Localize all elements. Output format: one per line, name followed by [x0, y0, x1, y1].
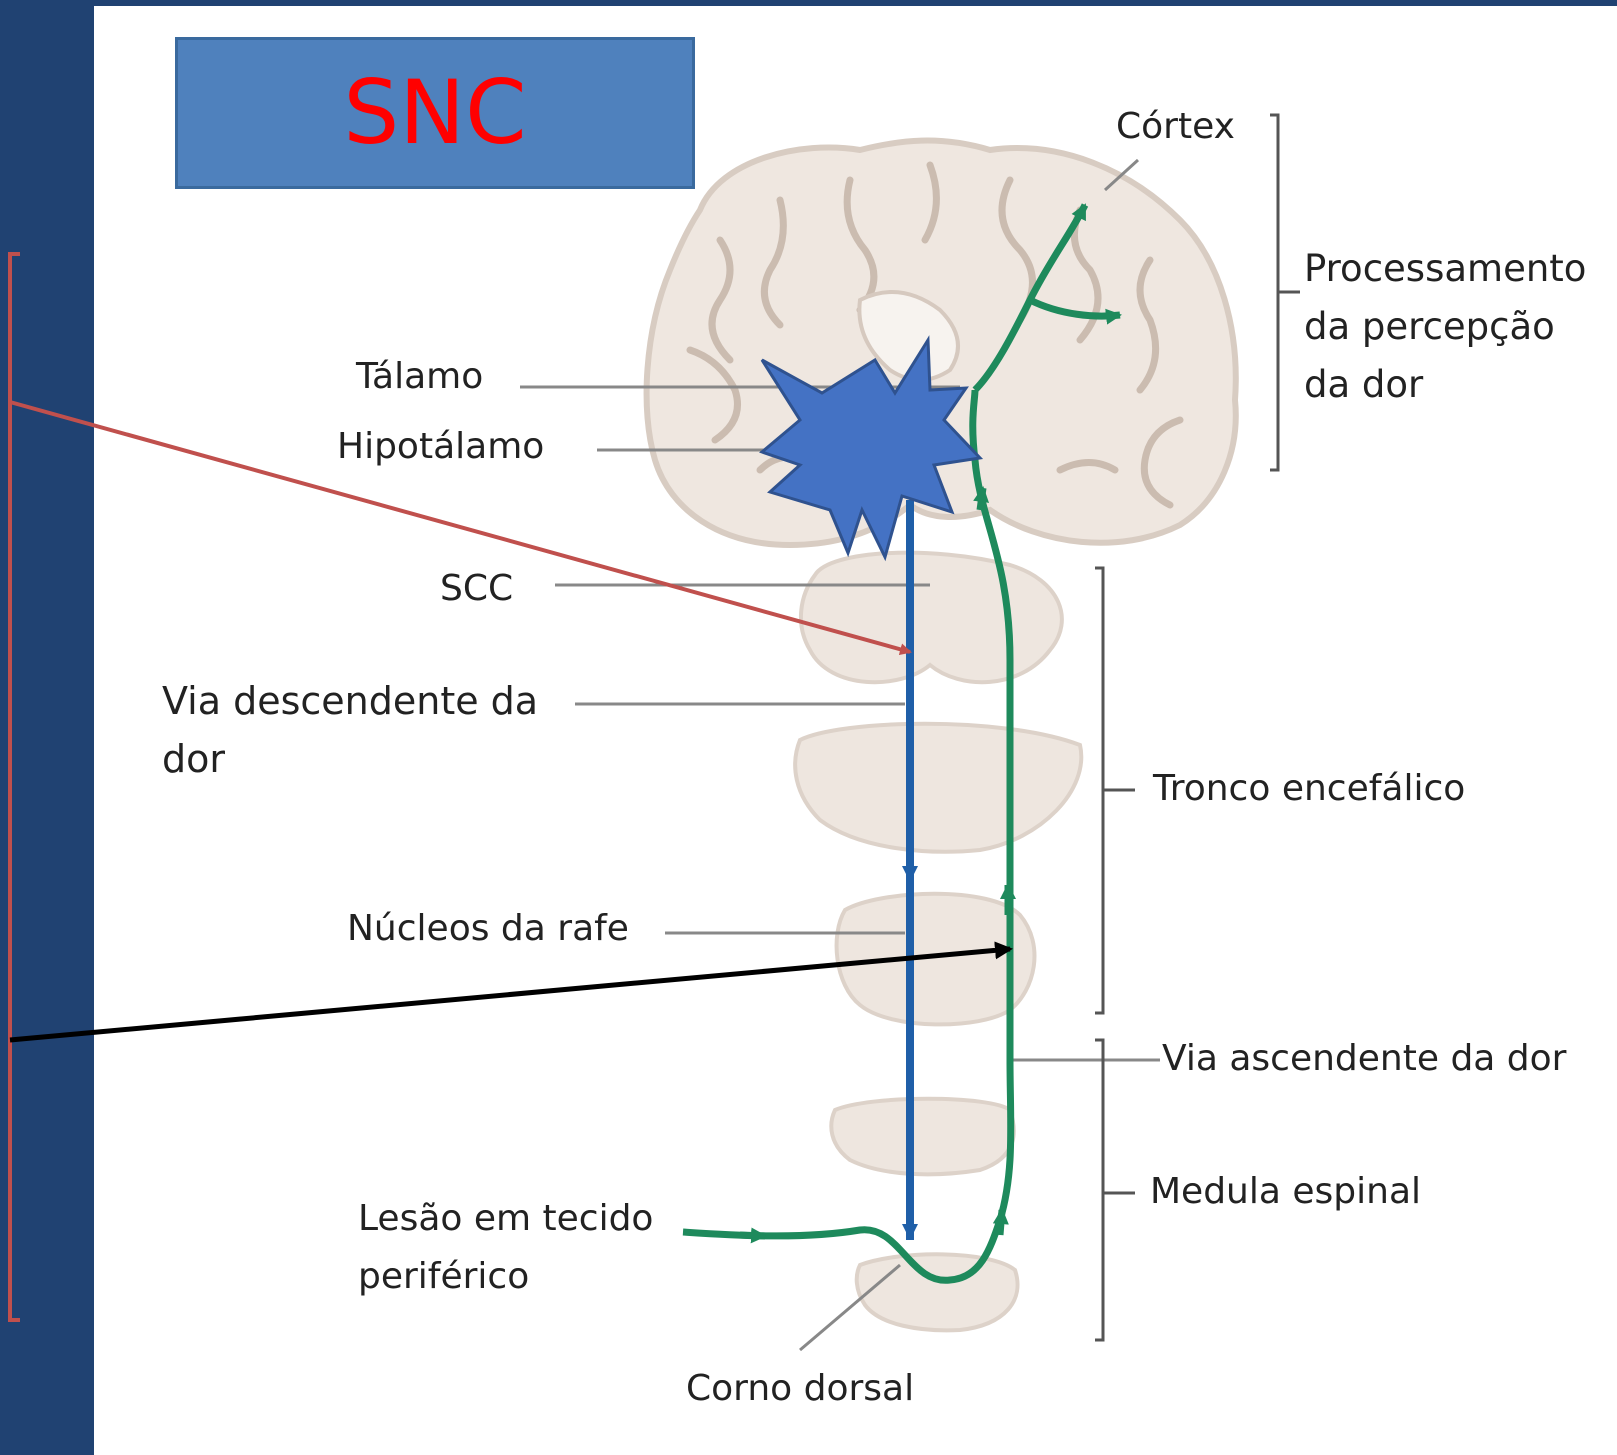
label-dorsal-horn: Corno dorsal	[686, 1368, 915, 1409]
label-spinal-cord: Medula espinal	[1150, 1171, 1422, 1212]
top-frame-band	[0, 0, 1617, 6]
brainstem-segments	[793, 550, 1084, 1333]
ascending-pathway	[682, 203, 1122, 1284]
label-scc: SCC	[440, 568, 514, 609]
title-box: SNC	[175, 37, 695, 189]
title-text: SNC	[343, 61, 527, 164]
label-cortex: Córtex	[1116, 106, 1235, 147]
label-brainstem: Tronco encefálico	[1153, 768, 1466, 809]
left-frame-band	[0, 0, 94, 1455]
label-descending-pathway: Via descendente da dor	[162, 679, 539, 781]
leader-lines	[520, 158, 1160, 1352]
label-processing: Processamento da percepção da dor	[1304, 247, 1587, 406]
label-raphe-nuclei: Núcleos da rafe	[347, 908, 629, 949]
label-hypothalamus: Hipotálamo	[337, 426, 545, 467]
left-bracket	[8, 252, 912, 1322]
label-peripheral-lesion: Lesão em tecido periférico	[358, 1198, 654, 1297]
label-thalamus: Tálamo	[356, 356, 484, 397]
thalamus-starburst	[759, 335, 984, 562]
label-ascending-pathway: Via ascendente da dor	[1162, 1038, 1567, 1079]
right-brackets	[1095, 113, 1300, 1342]
black-arrow	[9, 941, 1013, 1043]
